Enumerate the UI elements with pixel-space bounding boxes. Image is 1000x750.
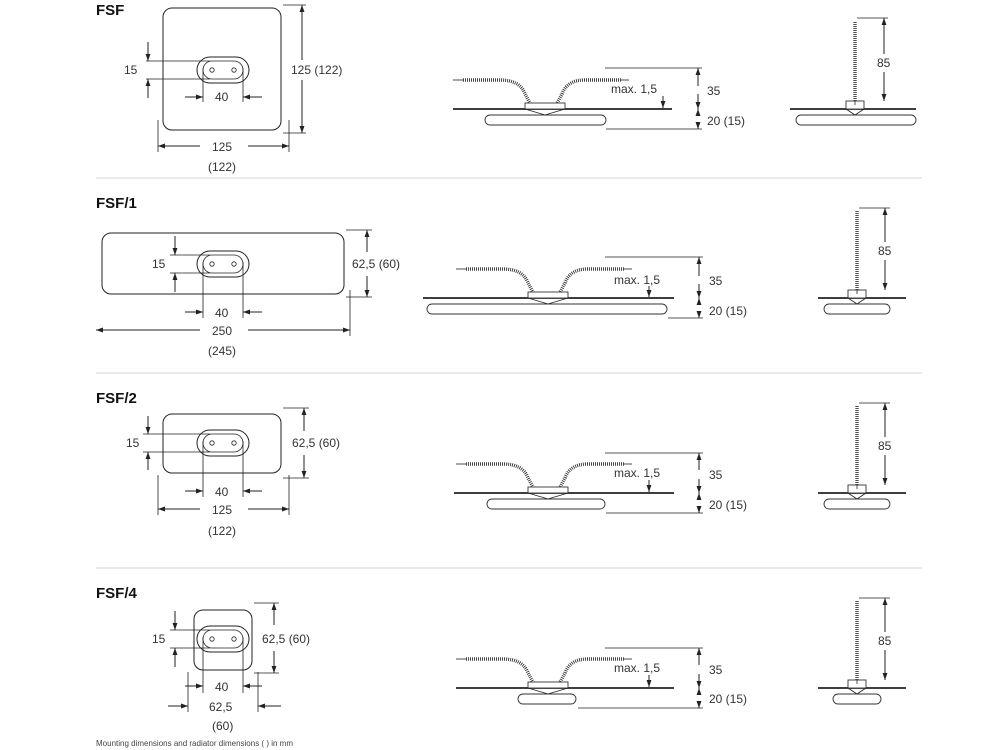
- section-fsf: FSF 15 40 125 (122) 125: [96, 2, 917, 174]
- height-85-label: 85: [878, 439, 892, 453]
- slot-width-label: 40: [215, 90, 229, 104]
- depth-35-label: 35: [709, 274, 723, 288]
- height-85-label: 85: [877, 56, 891, 70]
- depth-20-label: 20 (15): [709, 304, 747, 318]
- top-view: 15 40 125 (122) 125 (122): [124, 4, 342, 174]
- width-sub-label: (245): [208, 344, 236, 358]
- max-thickness-label: max. 1,5: [614, 661, 660, 675]
- slot-height-label: 15: [152, 257, 166, 271]
- depth-20-label: 20 (15): [709, 498, 747, 512]
- footnote: Mounting dimensions and radiator dimensi…: [96, 739, 293, 748]
- end-view: 85: [818, 402, 906, 510]
- section-title: FSF: [96, 2, 124, 19]
- top-view: 15 40 62,5 (60) 250 (245): [96, 229, 400, 358]
- width-label: 62,5: [209, 700, 233, 714]
- width-sub-label: (122): [208, 160, 236, 174]
- slot-width-label: 40: [215, 680, 229, 694]
- section-fsf-1: FSF/1 15 40 62,5 (60) 250: [96, 195, 906, 358]
- end-view: 85: [818, 597, 906, 705]
- section-title: FSF/4: [96, 585, 137, 602]
- slot-height-label: 15: [126, 436, 140, 450]
- width-label: 125: [212, 503, 232, 517]
- depth-20-label: 20 (15): [707, 114, 745, 128]
- slot-height-label: 15: [124, 63, 138, 77]
- side-view: 35 20 (15) max. 1,5: [451, 67, 745, 130]
- depth-20-label: 20 (15): [709, 692, 747, 706]
- max-thickness-label: max. 1,5: [614, 273, 660, 287]
- width-sub-label: (122): [208, 524, 236, 538]
- slot-width-label: 40: [215, 306, 229, 320]
- max-thickness-label: max. 1,5: [614, 466, 660, 480]
- slot-height-label: 15: [152, 632, 166, 646]
- height-label: 125 (122): [291, 63, 342, 77]
- depth-35-label: 35: [707, 84, 721, 98]
- end-view: 85: [818, 207, 906, 315]
- depth-35-label: 35: [709, 663, 723, 677]
- section-title: FSF/2: [96, 390, 137, 407]
- end-view: 85: [790, 17, 917, 126]
- height-label: 62,5 (60): [292, 436, 340, 450]
- side-view: 35 20 (15) max. 1,5: [454, 452, 747, 514]
- top-view: 15 40 62,5 (60) 62,5 (60): [152, 602, 310, 733]
- section-fsf-2: FSF/2 15 40 62,5 (60) 12: [96, 390, 906, 538]
- slot-width-label: 40: [215, 485, 229, 499]
- height-label: 62,5 (60): [262, 632, 310, 646]
- side-view: 35 20 (15) max. 1,5: [423, 256, 747, 319]
- width-label: 125: [212, 140, 232, 154]
- width-sub-label: (60): [212, 719, 233, 733]
- top-view: 15 40 62,5 (60) 125 (122): [126, 407, 340, 538]
- section-fsf-4: FSF/4 15 40 62,5 (60) 62: [96, 585, 906, 733]
- depth-35-label: 35: [709, 468, 723, 482]
- max-thickness-label: max. 1,5: [611, 82, 657, 96]
- section-title: FSF/1: [96, 195, 137, 212]
- width-label: 250: [212, 324, 232, 338]
- height-85-label: 85: [878, 244, 892, 258]
- height-85-label: 85: [878, 634, 892, 648]
- side-view: 35 20 (15) max. 1,5: [454, 647, 747, 709]
- height-label: 62,5 (60): [352, 257, 400, 271]
